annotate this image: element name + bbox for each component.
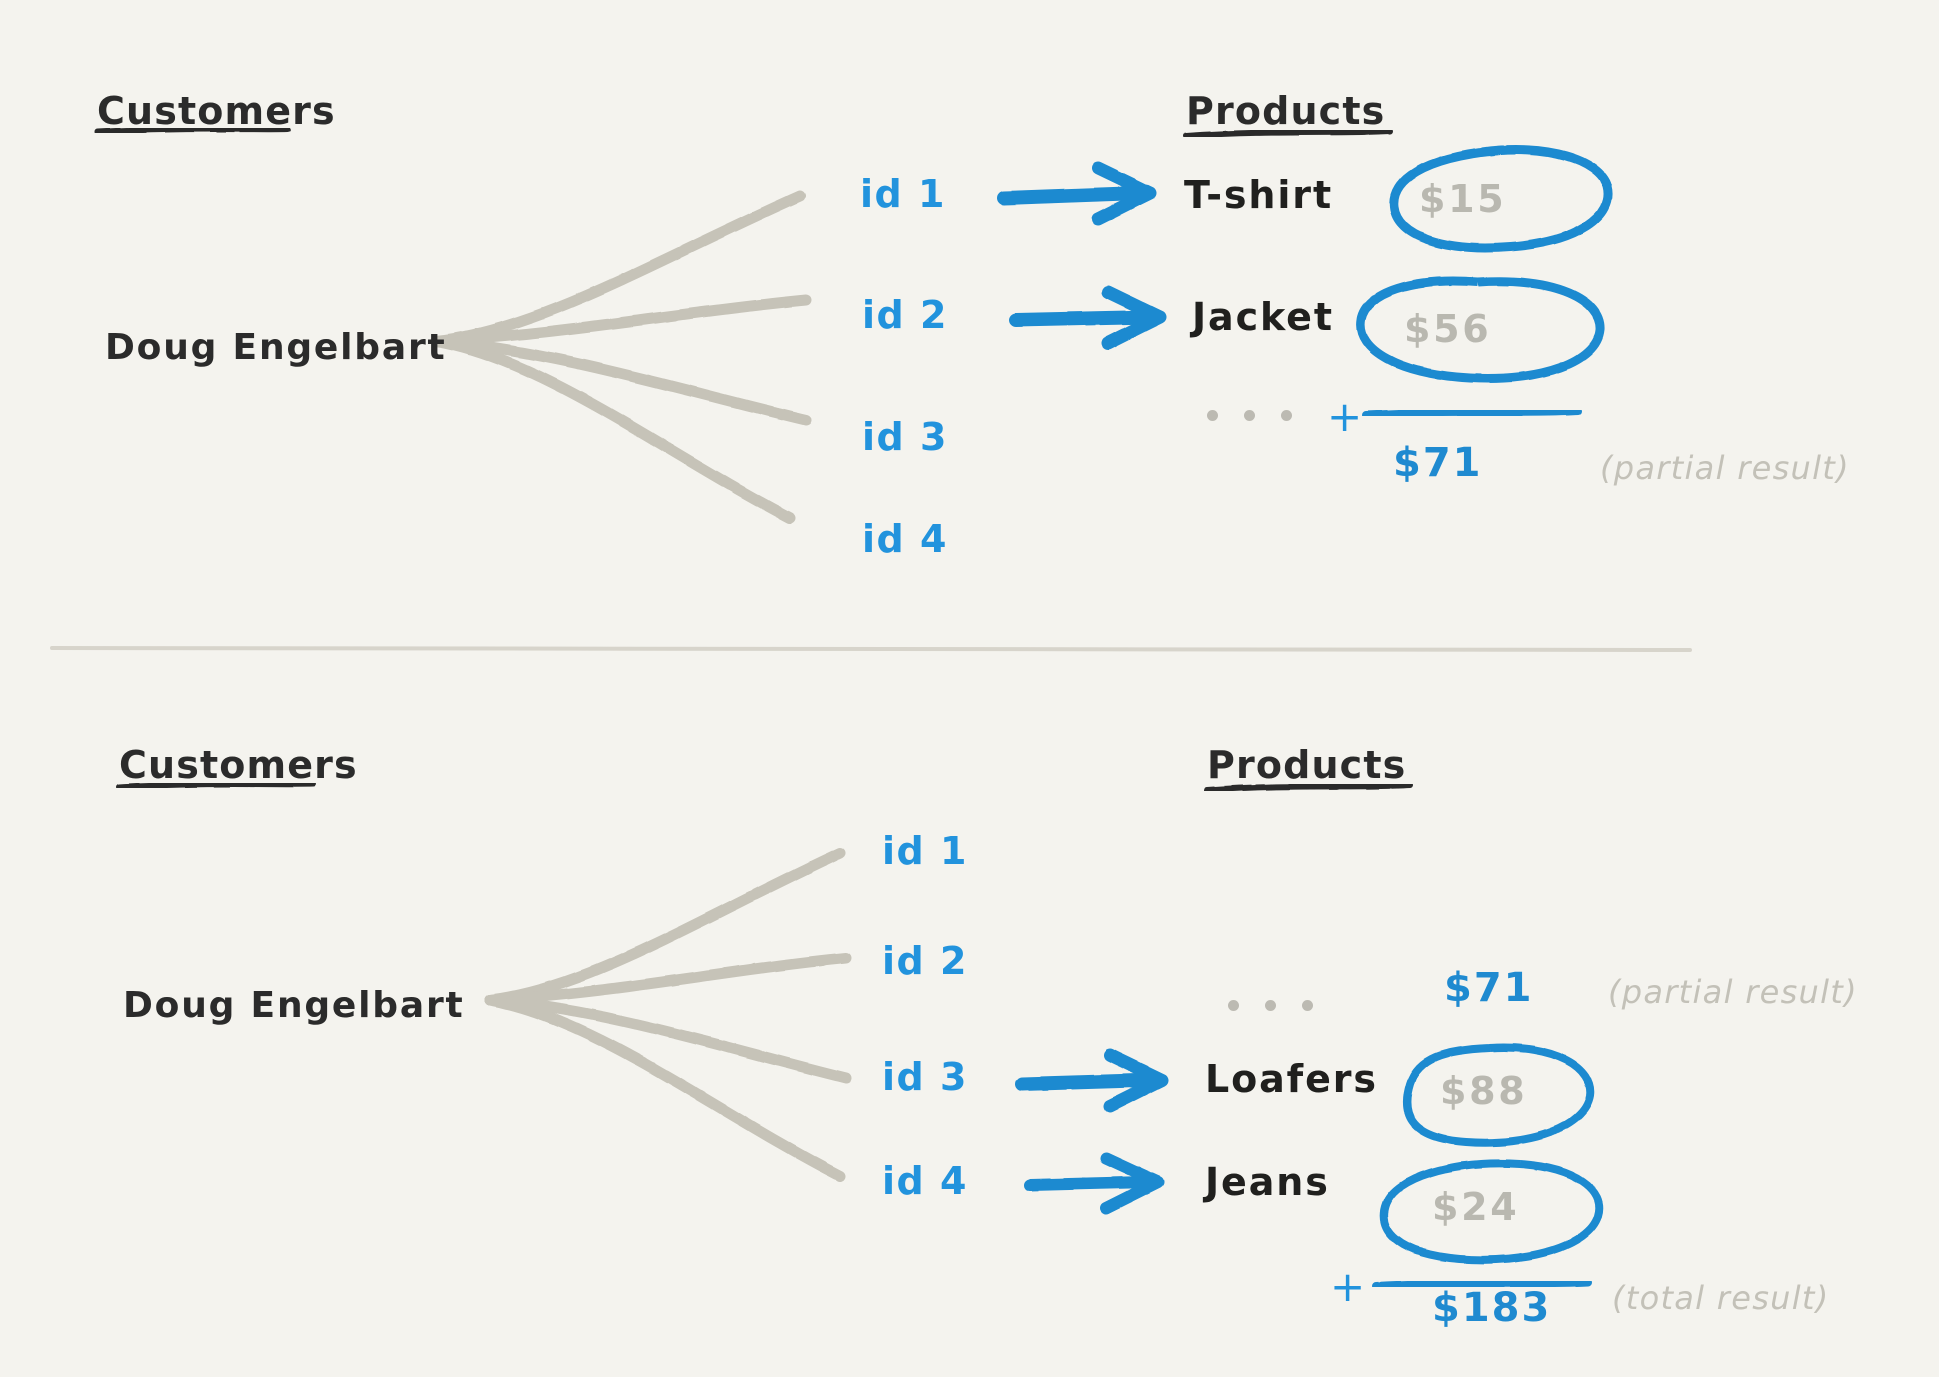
id-label-bottom-1[interactable]: id 1 [882, 829, 968, 873]
arrow-id1-to-tshirt [997, 161, 1157, 226]
id-label-bottom-2[interactable]: id 2 [882, 939, 968, 983]
plus-sign-top: + [1327, 392, 1364, 441]
id-label-bottom-3[interactable]: id 3 [882, 1055, 968, 1099]
fan-curve-1 [430, 190, 806, 347]
sum-value-bottom: $183 [1432, 1285, 1552, 1331]
fan-curve-2 [430, 294, 812, 347]
fan-curve-1 [484, 847, 846, 1006]
customers-header-top: Customers [97, 89, 336, 133]
ellipsis-top [1207, 410, 1292, 421]
plus-sign-bottom: + [1330, 1262, 1367, 1311]
carried-value-bottom: $71 [1444, 965, 1534, 1011]
id-label-top-4[interactable]: id 4 [862, 517, 948, 561]
product-name-tshirt[interactable]: T-shirt [1184, 173, 1334, 217]
fan-curve-4 [430, 335, 796, 524]
fan-curve-2 [484, 952, 852, 1006]
id-label-bottom-4[interactable]: id 4 [882, 1159, 968, 1203]
id-label-top-2[interactable]: id 2 [862, 293, 948, 337]
arrow-id2-to-jacket [1009, 285, 1167, 350]
products-header-top: Products [1186, 89, 1386, 133]
fan-curve-4 [484, 994, 846, 1182]
sum-value-top: $71 [1393, 440, 1483, 486]
customer-name-top: Doug Engelbart [105, 327, 447, 368]
arrow-id3-to-loafers [1015, 1048, 1169, 1113]
product-name-loafers[interactable]: Loafers [1205, 1057, 1378, 1101]
sum-note-top: (partial result) [1600, 449, 1850, 487]
sum-note-bottom: (total result) [1612, 1279, 1830, 1317]
price-value-tshirt: $15 [1419, 177, 1507, 221]
arrow-id4-to-jeans [1024, 1152, 1164, 1214]
carried-note-bottom: (partial result) [1608, 973, 1858, 1011]
id-label-top-1[interactable]: id 1 [860, 172, 946, 216]
products-header-bottom: Products [1207, 743, 1407, 787]
price-value-loafers: $88 [1440, 1069, 1528, 1113]
product-name-jeans[interactable]: Jeans [1205, 1160, 1330, 1204]
fan-curves-bottom [484, 847, 852, 1182]
fan-curve-3 [430, 335, 812, 426]
price-value-jeans: $24 [1432, 1185, 1520, 1229]
customers-header-bottom: Customers [119, 743, 358, 787]
sum-rule-top [1362, 407, 1582, 419]
fan-curve-3 [484, 994, 852, 1084]
fan-curves-top [430, 190, 812, 524]
product-name-jacket[interactable]: Jacket [1192, 295, 1334, 339]
price-value-jacket: $56 [1404, 307, 1492, 351]
ellipsis-bottom [1228, 1000, 1313, 1011]
section-divider [50, 646, 1692, 652]
id-label-top-3[interactable]: id 3 [862, 415, 948, 459]
customer-name-bottom: Doug Engelbart [123, 985, 465, 1026]
